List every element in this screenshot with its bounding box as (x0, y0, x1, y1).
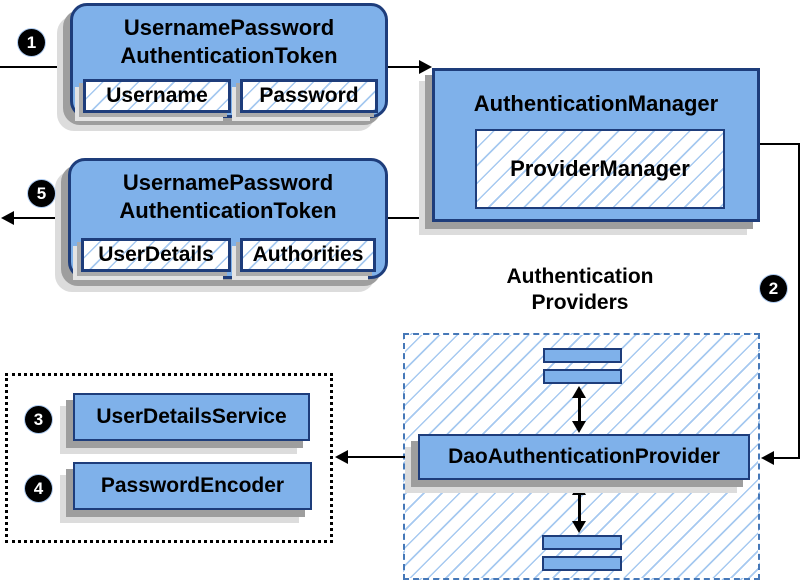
token-out-title-line1: UsernamePassword (122, 170, 334, 195)
provider-list-item (542, 535, 622, 550)
authentication-manager-node: AuthenticationManager ProviderManager (432, 68, 760, 222)
double-arrow-bottom-up-icon (572, 483, 586, 495)
authentication-providers-label-line2: Providers (531, 291, 629, 314)
password-field-label: Password (259, 84, 359, 107)
password-encoder-node: PasswordEncoder (73, 462, 312, 510)
connector-step2-vertical (798, 143, 800, 459)
authorities-field: Authorities (240, 238, 376, 272)
connector-token-out-left (13, 217, 68, 219)
username-field-label: Username (106, 84, 208, 107)
step-5-badge: 5 (28, 180, 55, 207)
user-details-service-label: UserDetailsService (96, 405, 287, 428)
authentication-providers-label-line1: Authentication (506, 265, 654, 288)
step-4-badge: 4 (25, 475, 52, 502)
connector-dao-to-beans (347, 456, 418, 458)
connector-request-in (0, 66, 70, 68)
password-encoder-label: PasswordEncoder (100, 474, 285, 497)
token-out-node: UsernamePassword AuthenticationToken Use… (68, 158, 388, 279)
arrowhead-into-manager-icon (419, 60, 432, 74)
token-in-title-line1: UsernamePassword (123, 15, 335, 40)
double-arrow-top-down-icon (572, 421, 586, 433)
arrowhead-response-out-icon (1, 211, 14, 225)
userdetails-field: UserDetails (81, 238, 231, 272)
connector-manager-to-token-out (388, 217, 432, 219)
dao-authentication-provider-node: DaoAuthenticationProvider (418, 434, 750, 480)
authorities-field-label: Authorities (252, 243, 364, 266)
arrowhead-into-beans-icon (335, 450, 348, 464)
user-details-service-node: UserDetailsService (73, 393, 310, 441)
provider-manager-label: ProviderManager (510, 156, 690, 181)
authentication-providers-label: Authentication Providers (455, 264, 705, 316)
connector-step2-bottom (774, 457, 800, 459)
double-arrow-bottom-shaft (578, 494, 581, 522)
password-field: Password (240, 79, 378, 113)
provider-list-item (542, 556, 622, 571)
token-in-node: UsernamePassword AuthenticationToken Use… (70, 3, 388, 118)
provider-list-item (543, 348, 622, 363)
step-1-badge: 1 (18, 29, 45, 56)
connector-step2-top (760, 143, 800, 145)
arrowhead-into-dao-icon (761, 451, 774, 465)
token-in-title-line2: AuthenticationToken (120, 43, 338, 68)
token-out-title-line2: AuthenticationToken (119, 198, 337, 223)
double-arrow-top-up-icon (572, 386, 586, 398)
token-in-title: UsernamePassword AuthenticationToken (73, 14, 385, 70)
provider-manager-node: ProviderManager (475, 129, 725, 209)
double-arrow-top-shaft (578, 397, 581, 422)
provider-list-item (543, 369, 622, 384)
step-2-badge: 2 (760, 275, 787, 302)
connector-token-to-manager (388, 66, 422, 68)
token-out-title: UsernamePassword AuthenticationToken (71, 169, 385, 225)
userdetails-field-label: UserDetails (98, 243, 214, 266)
dao-authentication-provider-label: DaoAuthenticationProvider (448, 445, 720, 468)
authentication-manager-title: AuthenticationManager (473, 91, 719, 116)
username-field: Username (83, 79, 231, 113)
double-arrow-bottom-down-icon (572, 521, 586, 533)
step-3-badge: 3 (25, 406, 52, 433)
